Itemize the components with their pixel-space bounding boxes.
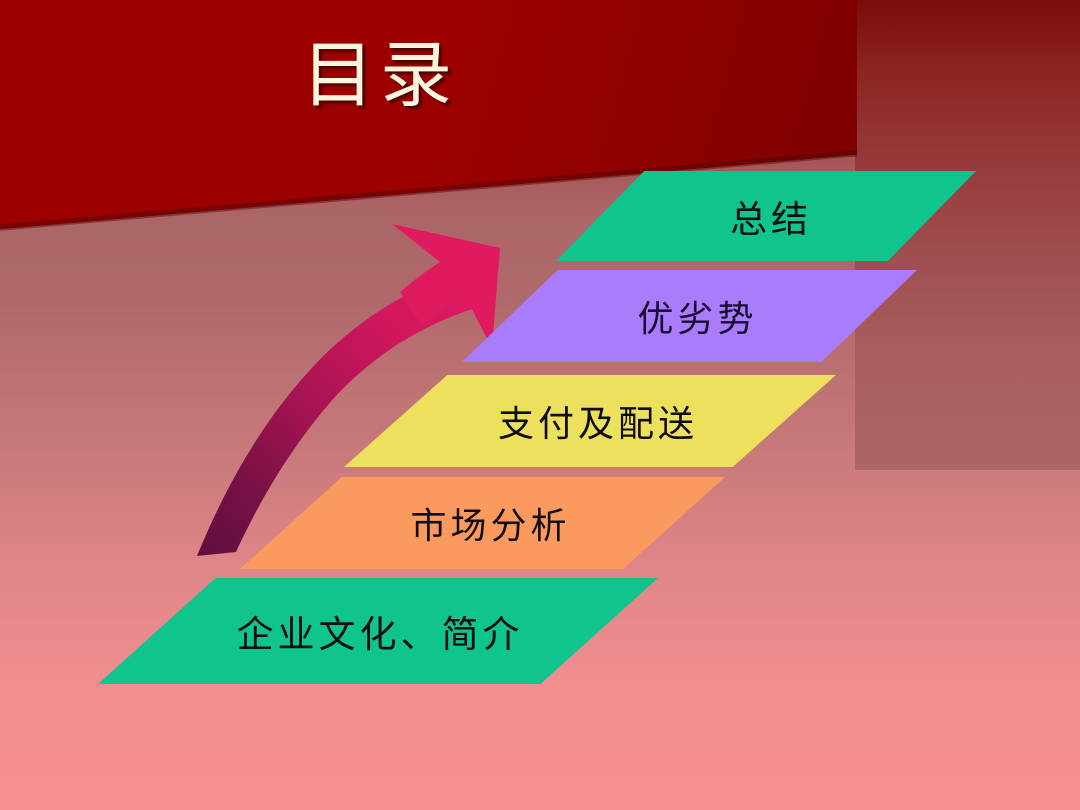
agenda-band-strengths-weaknesses[interactable]: 优劣势 (462, 270, 917, 362)
page-title: 目录 (301, 33, 458, 117)
agenda-band-label: 市场分析 (410, 506, 571, 547)
agenda-band-label: 企业文化、简介 (236, 613, 524, 656)
agenda-band-payment-delivery[interactable]: 支付及配送 (344, 375, 836, 467)
agenda-band-corporate-culture[interactable]: 企业文化、简介 (98, 578, 658, 684)
agenda-band-label: 支付及配送 (497, 404, 698, 445)
agenda-band-market-analysis[interactable]: 市场分析 (240, 477, 725, 569)
agenda-band-summary[interactable]: 总结 (556, 171, 976, 261)
curved-growth-arrow-icon (197, 224, 500, 556)
agenda-band-label: 总结 (730, 198, 812, 241)
agenda-band-label: 优劣势 (637, 299, 758, 340)
